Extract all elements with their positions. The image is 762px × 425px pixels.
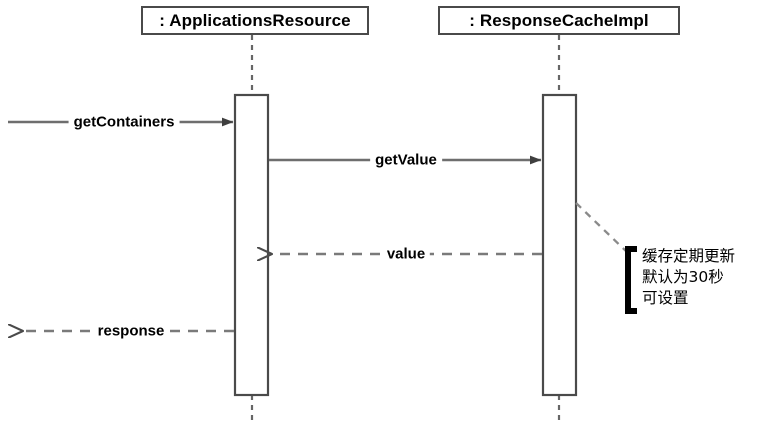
lifeline-header-response-cache-impl[interactable]: : ResponseCacheImpl xyxy=(438,6,680,35)
message-label-value-return: value xyxy=(381,245,431,263)
note-line-3: 可设置 xyxy=(642,289,689,307)
note-line-1: 缓存定期更新 xyxy=(642,247,736,265)
message-label-get-containers: getContainers xyxy=(68,113,180,131)
message-label-get-value: getValue xyxy=(370,151,442,169)
note-cache-refresh: 缓存定期更新 默认为30秒 可设置 xyxy=(642,246,735,309)
lifeline-header-label: : ResponseCacheImpl xyxy=(469,10,649,30)
note-line-2: 默认为30秒 xyxy=(642,268,724,286)
message-label-response-return: response xyxy=(92,322,170,340)
lifeline-header-applications-resource[interactable]: : ApplicationsResource xyxy=(141,6,369,35)
note-leader-line xyxy=(575,202,629,254)
activation-bar-applications-resource xyxy=(233,93,270,397)
note-bracket-icon xyxy=(625,246,637,314)
activation-bar-response-cache-impl xyxy=(541,93,578,397)
lifeline-header-label: : ApplicationsResource xyxy=(159,10,351,30)
